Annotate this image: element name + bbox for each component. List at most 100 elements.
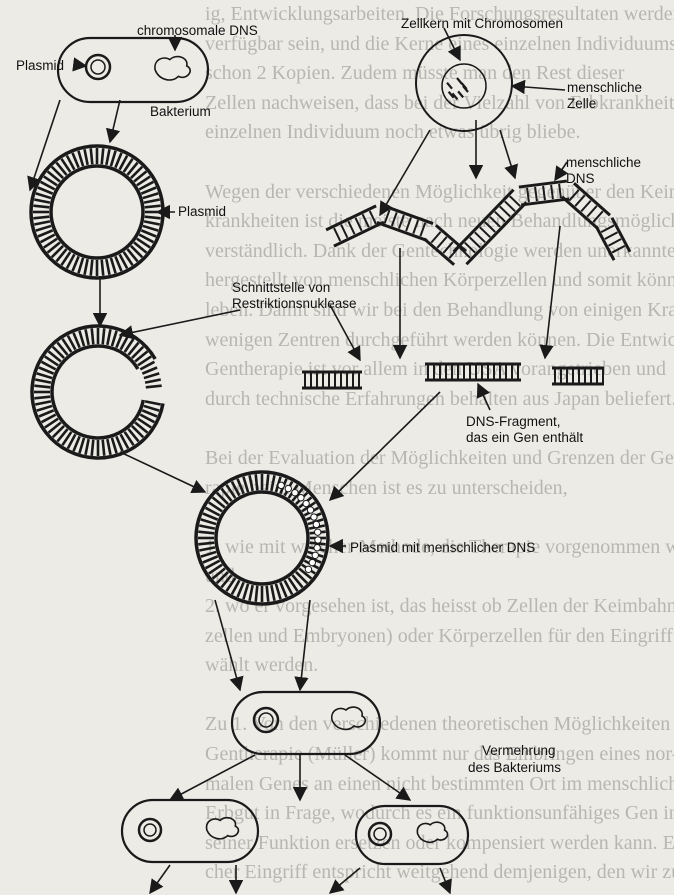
dna-rung [601,225,614,232]
base-pair-rung [106,149,109,165]
base-pair-rung [34,397,50,399]
label-replication-line2: des Bakteriums [468,760,561,776]
label-human-dna-line1: menschliche [566,155,641,171]
base-pair-rung [86,439,89,455]
arrow-bottom-1 [150,865,170,893]
inserted-human-dna-dot [314,545,320,551]
base-pair-rung [144,406,159,411]
dna-rung [465,243,475,253]
inserted-human-dna-dot [309,559,315,565]
base-pair-rung [276,584,281,599]
dna-rung [569,190,579,201]
dna-rung [385,210,390,224]
base-pair-rung [111,151,116,166]
base-pair-rung [78,258,83,273]
label-bacterium: Bakterium [150,104,211,120]
base-pair-rung [34,386,50,388]
base-pair-rung [103,440,105,456]
dna-rung [341,225,347,238]
base-pair-rung [35,401,51,404]
dna-rung [500,206,510,216]
dna-rung [559,184,561,198]
base-pair-rung [250,585,253,601]
base-pair-rung [267,586,269,602]
dna-backbone [377,222,427,240]
base-pair-rung [106,259,109,275]
dna-rung [392,212,397,226]
ring-inner [216,492,308,584]
label-human-cell-line2: Zelle [567,96,596,112]
inserted-human-dna-dot [292,489,298,495]
dna-rung [406,218,411,232]
dna-rung [551,185,553,199]
base-pair-rung [201,552,216,557]
daughter-plasmid-left [139,819,161,841]
dna-fragment-right [552,368,604,384]
daughter-bacterium-left [122,800,258,862]
base-pair-rung [85,259,88,275]
base-pair-rung [145,206,161,208]
inserted-human-dna-dot [303,500,309,506]
dna-rung [612,246,625,253]
label-plasmid-mid: Plasmid [178,204,226,220]
dna-rung [587,206,597,217]
dna-rung [505,201,515,211]
base-pair-rung [243,477,248,492]
label-cut-site-line1: Schnittstelle von [232,280,330,296]
chromosome [447,83,452,89]
base-pair-rung [34,221,50,224]
daughter-plasmid-right [369,823,391,845]
inserted-human-dna-dot [312,552,318,558]
base-pair-rung [36,226,51,231]
inserted-human-dna-dot [307,507,313,513]
dna-rung [348,221,354,234]
base-pair-rung [91,260,93,276]
dna-rung [334,228,340,241]
base-pair-rung [34,200,50,203]
inserted-human-dna-dot [305,566,311,572]
base-pair-rung [256,586,258,602]
daughter-bacterium-right [356,806,468,864]
chromosome-in-bacterium [332,707,366,729]
base-pair-rung [107,329,110,345]
dna-rung [443,242,452,253]
base-pair-rung [145,217,161,219]
base-pair-rung [271,585,274,601]
daughter-chromosome-right [417,822,447,842]
base-pair-rung [243,584,248,599]
cut-plasmid-ring [32,326,163,458]
base-pair-rung [36,193,51,198]
dna-rung [605,232,618,239]
base-pair-rung [112,438,117,453]
chromosome [457,78,462,84]
dna-rung [420,223,425,237]
base-pair-rung [37,373,52,378]
human-dna-strand [326,181,630,265]
daughter-plasmid-right-inner [374,828,386,840]
base-pair-rung [102,148,104,164]
base-pair-rung [199,547,215,550]
arrow-recombinant-to-bacterium-right [300,600,310,690]
dna-rung [470,237,480,247]
bacterium-top [58,38,208,102]
pointer-cut-site-left [120,310,240,335]
label-cut-site-line2: Restriktionsnuklease [232,296,357,312]
plasmid-in-bacterium [254,708,278,732]
dna-rung [581,201,591,212]
base-pair-rung [35,380,51,383]
arrow-bottom-3 [330,868,360,893]
arrow-replication-right [345,755,410,800]
pointer-plasmid-top [78,65,86,66]
label-dna-fragment-line1: DNS-Fragment, [466,414,561,430]
base-pair-rung [103,328,105,344]
dna-rung [495,212,505,222]
base-pair-rung [102,260,104,276]
dna-rung [437,237,446,248]
base-pair-rung [256,474,258,490]
dna-rung [399,215,404,229]
base-pair-rung [201,519,216,524]
inserted-human-dna-dot [298,495,304,501]
label-plasmid-top: Plasmid [16,58,64,74]
inserted-human-dna-dot [278,482,284,488]
